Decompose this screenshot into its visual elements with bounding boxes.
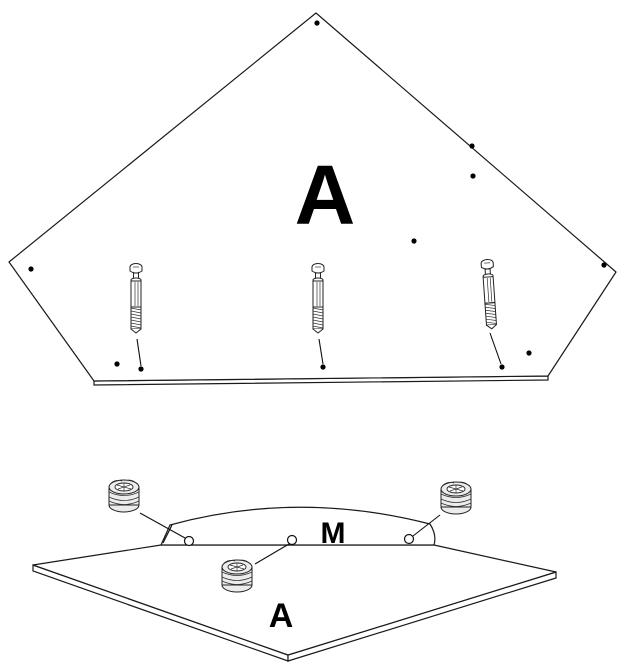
hole [314, 20, 320, 26]
top-panel-outline [8, 12, 617, 382]
cam-lock [412, 481, 472, 537]
hole [114, 361, 120, 367]
cam-hole [403, 533, 415, 545]
cam-lock [221, 543, 290, 593]
hole [470, 173, 476, 179]
hole [469, 143, 475, 149]
top-panel-label: A [295, 148, 356, 242]
top-panel-holes [28, 20, 607, 372]
hole [499, 364, 505, 370]
hole [138, 366, 144, 372]
dowel-bolts [129, 258, 502, 367]
cam-lock [108, 479, 186, 539]
hole [411, 238, 417, 244]
hole [601, 262, 607, 268]
bottom-panel-label: A [269, 597, 294, 635]
bottom-panel-outline [32, 544, 557, 656]
cam-locks [108, 479, 472, 593]
connector-part-m: M [160, 506, 436, 550]
hole [320, 364, 326, 370]
connector-part-outline [160, 506, 436, 546]
cam-hole [183, 535, 195, 547]
bottom-assembly: A M [32, 479, 557, 662]
top-panel: A [8, 12, 617, 386]
hole [526, 350, 532, 356]
cam-hole [286, 534, 298, 546]
dowel-bolt [129, 263, 143, 367]
bottom-panel: A [32, 544, 557, 662]
hole [28, 266, 34, 272]
dowel-bolt [311, 263, 325, 365]
dowel-bolt [480, 258, 502, 365]
connector-part-label: M [321, 517, 346, 550]
